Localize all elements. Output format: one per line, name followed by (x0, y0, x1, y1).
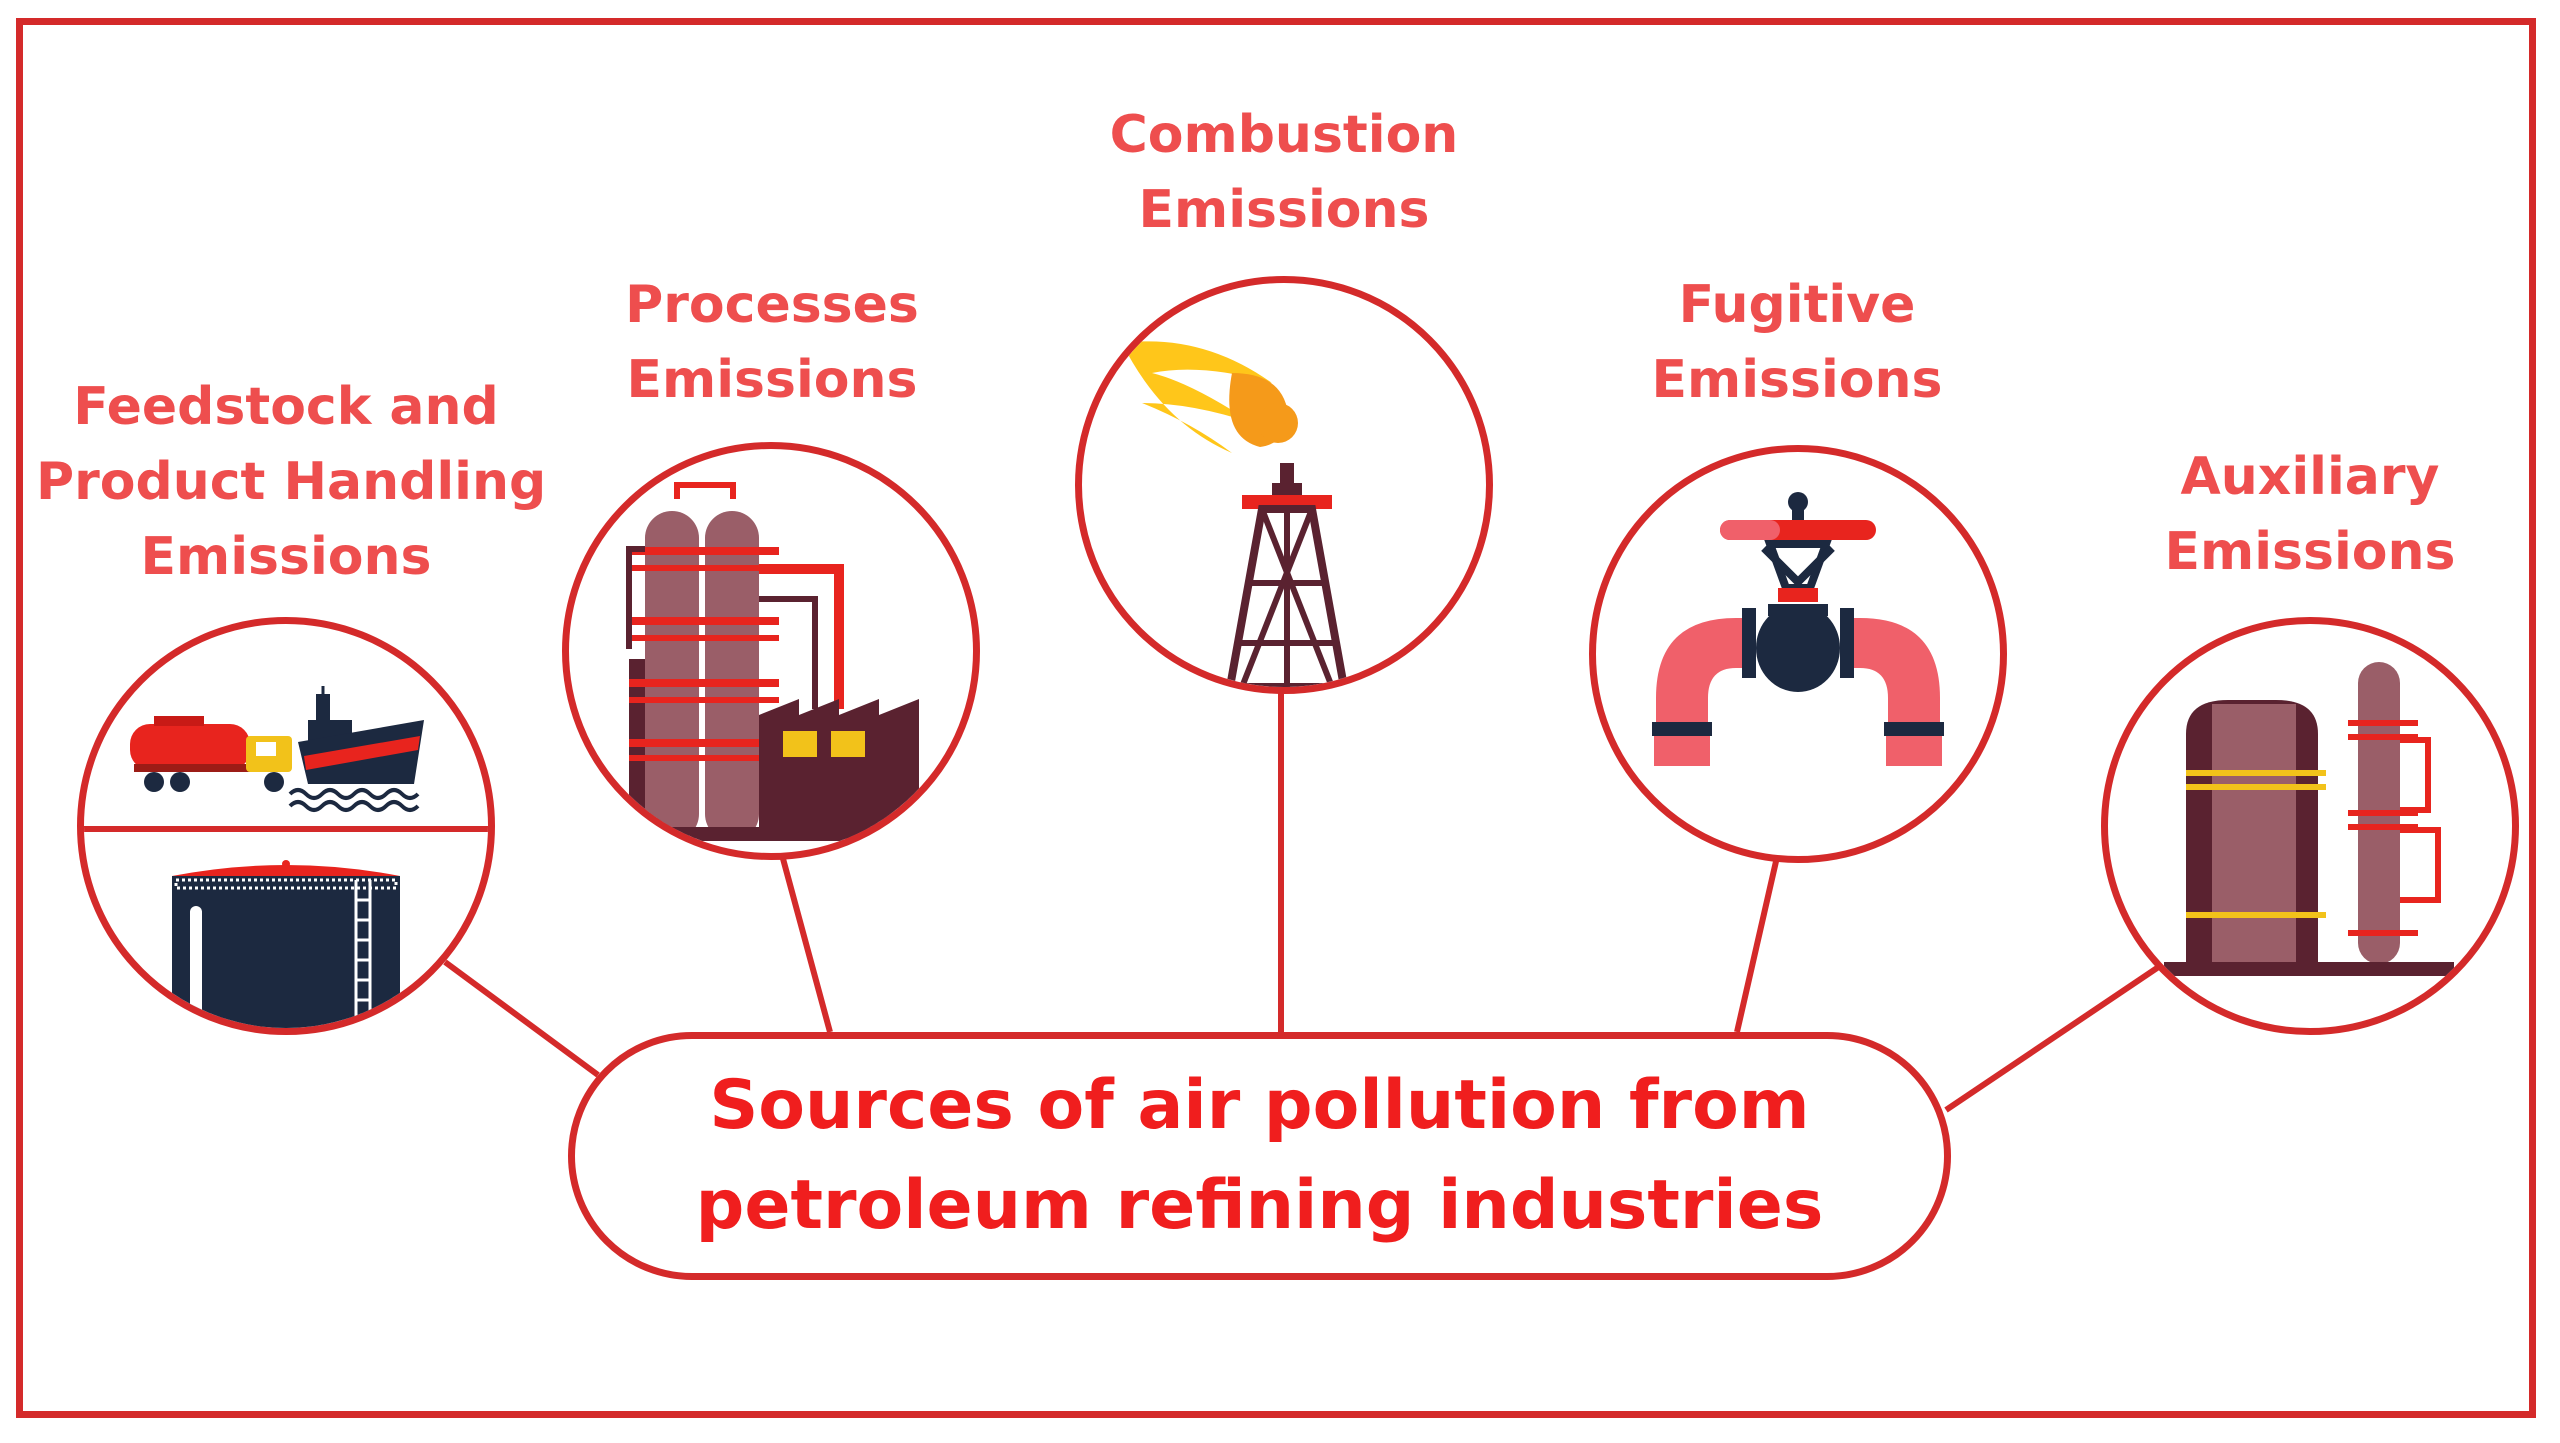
outer-frame (16, 18, 2536, 1418)
flare-stack-icon (1122, 341, 1349, 687)
center-title-box: Sources of air pollution from petroleum … (568, 1032, 1951, 1280)
circle-feedstock (77, 617, 495, 1035)
tank-and-column-icon (2164, 662, 2454, 976)
circle-auxiliary (2101, 617, 2519, 1035)
tanker-truck-icon (130, 716, 292, 792)
oil-tanker-ship-icon (288, 686, 424, 812)
connector-fugitive (1734, 856, 1780, 1033)
center-title-line-2: petroleum refining industries (695, 1166, 1824, 1245)
storage-tank-icon (172, 860, 400, 1028)
tanker-truck-ship-storage-tank-icon (84, 686, 488, 1028)
circle-processes (562, 442, 980, 860)
connector-auxiliary (1944, 963, 2162, 1113)
pipe-valve-icon (1652, 492, 1944, 766)
label-auxiliary: Auxiliary Emissions (2164, 447, 2456, 582)
connector-feedstock (443, 959, 600, 1078)
connector-processes (779, 854, 833, 1033)
label-feedstock: Feedstock and Product Handling Emissions (36, 377, 547, 587)
label-combustion: Combustion Emissions (1109, 105, 1459, 240)
circle-combustion (1075, 276, 1493, 694)
label-fugitive: Fugitive Emissions (1651, 275, 1943, 410)
center-title-line-1: Sources of air pollution from (709, 1066, 1810, 1145)
label-processes: Processes Emissions (625, 275, 919, 410)
circle-fugitive (1589, 445, 2007, 863)
distillation-factory-icon (609, 482, 939, 841)
